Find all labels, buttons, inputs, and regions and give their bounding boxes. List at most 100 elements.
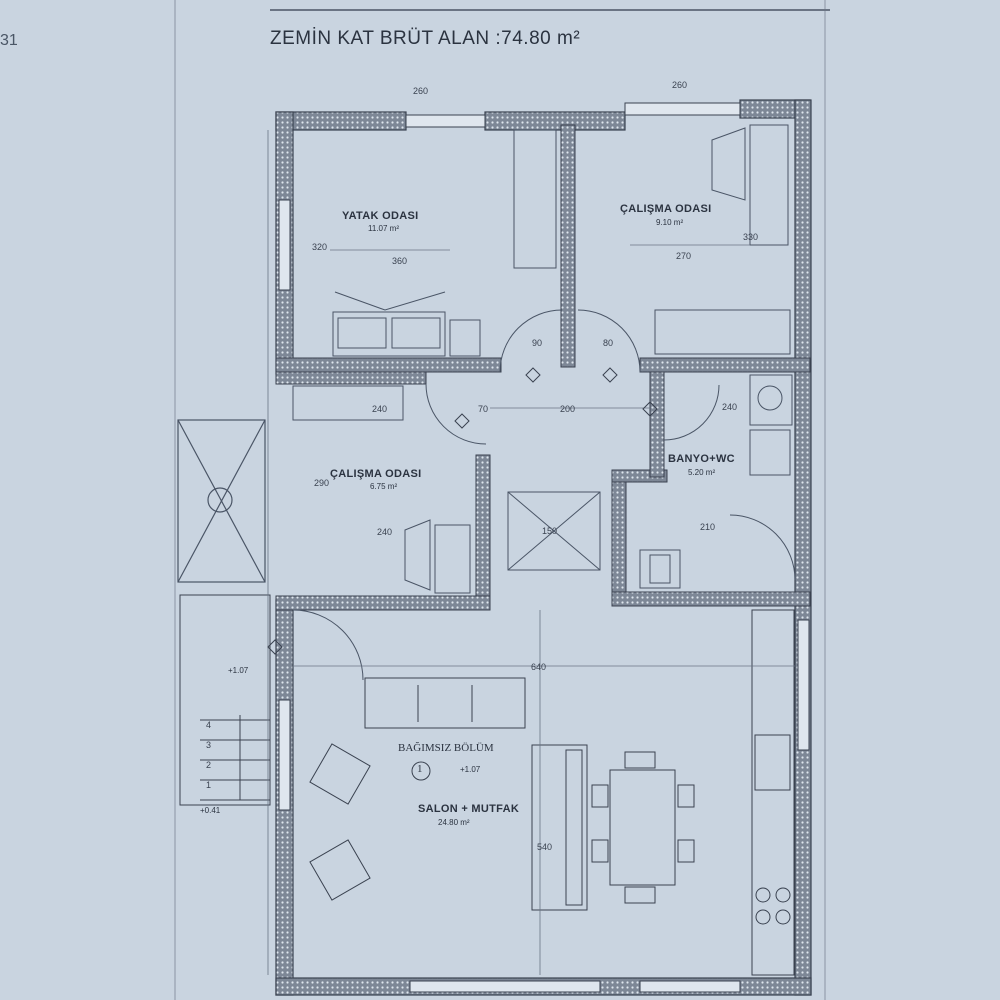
wall-top-left: [275, 111, 407, 131]
dim-hall-depth: 150: [542, 526, 558, 536]
dining-chair-4: [677, 839, 695, 863]
door-markers: [267, 367, 658, 781]
salon-furniture: [309, 609, 795, 976]
bedroom-nightstand: [449, 319, 481, 357]
dim-bathroom-width: 210: [700, 522, 716, 532]
dim-bathroom-depth: 240: [722, 402, 738, 412]
dim-door-bedroom: 90: [532, 338, 543, 348]
page-number-fragment: 31: [0, 32, 18, 49]
dining-chair-2: [591, 839, 609, 863]
dim-hall-width: 200: [560, 404, 576, 414]
door-bath: [663, 384, 720, 441]
salon-sofa: [364, 677, 526, 729]
stair-step-2: 2: [206, 760, 212, 770]
hall-void-rect: [507, 491, 601, 571]
window-bedroom-left: [278, 199, 291, 291]
window-salon-bottom: [409, 980, 601, 993]
salon-armchair-1: [309, 743, 371, 805]
dim-study-2-width: 240: [377, 527, 393, 537]
study2-chair: [404, 519, 431, 591]
study2-desk: [434, 524, 471, 594]
hob-burner-4: [775, 909, 791, 925]
room-area-study-1: 9.10 m²: [656, 218, 684, 227]
dim-door-study: 80: [603, 338, 614, 348]
stair-step-1: 1: [206, 780, 212, 790]
stair-step-4: 4: [206, 720, 212, 730]
bath-sink: [749, 429, 791, 476]
room-name-bedroom: YATAK ODASI: [342, 210, 419, 222]
bedroom-wardrobe: [513, 129, 557, 269]
unit-number-circle: [411, 761, 431, 781]
study1-furniture: [654, 124, 791, 355]
room-name-bathroom: BANYO+WC: [668, 453, 735, 465]
bath-wc: [639, 549, 681, 589]
bedroom-pillow-right: [391, 317, 441, 349]
plan-title: ZEMİN KAT BRÜT ALAN :74.80 m²: [270, 28, 581, 49]
salon-tv-unit: [531, 744, 588, 911]
unit-level: +1.07: [460, 765, 481, 774]
hall-void-diag2: [507, 491, 601, 571]
interior-walls: [275, 124, 811, 611]
window-study-top: [624, 102, 741, 116]
bath-shower-head: [757, 385, 783, 411]
bath-shower-tray: [749, 374, 793, 426]
dining-chair-5: [624, 751, 656, 769]
window-bedroom-top: [405, 114, 486, 128]
hob-burner-1: [755, 887, 771, 903]
door-bath-shower: [729, 514, 796, 581]
dining-chair-3: [677, 784, 695, 808]
room-name-study-2: ÇALIŞMA ODASI: [330, 468, 422, 480]
room-name-study-1: ÇALIŞMA ODASI: [620, 203, 712, 215]
kitchen-sink: [754, 734, 791, 791]
entry-level: +1.07: [228, 666, 249, 675]
stair-step-3: 3: [206, 740, 212, 750]
stair-level: +0.41: [200, 806, 221, 815]
wall-right: [794, 99, 812, 996]
dimension-lines: [267, 130, 795, 975]
wall-bath-left: [611, 474, 627, 606]
door-entry: [292, 609, 364, 681]
wall-study-bottom: [639, 357, 811, 373]
study2-shelf: [292, 385, 404, 421]
room-name-salon: SALON + MUTFAK: [418, 803, 520, 815]
room-area-study-2: 6.75 m²: [370, 482, 398, 491]
room-area-bedroom: 11.07 m²: [368, 224, 399, 233]
study1-desk: [749, 124, 789, 246]
study1-shelf: [654, 309, 791, 355]
unit-number: 1: [417, 763, 423, 775]
light-well-rect: [177, 419, 266, 583]
room-area-bathroom: 5.20 m²: [688, 468, 716, 477]
door-study: [577, 309, 641, 373]
dim-study-1-height: 330: [743, 232, 759, 242]
dim-salon-height: 540: [537, 842, 553, 852]
light-well-diag2: [177, 419, 266, 583]
wall-bath-upper: [649, 371, 665, 478]
light-well-drain: [207, 487, 233, 513]
salon-tv-unit-inner: [565, 749, 583, 906]
bedroom-bed: [332, 311, 446, 357]
outside-light-well: [177, 419, 266, 583]
dim-window-top-left: 260: [413, 86, 429, 96]
wall-bath-bottom: [611, 591, 811, 607]
hall-void: [507, 491, 601, 571]
wall-top-mid: [484, 111, 626, 131]
kitchen-counter: [751, 609, 795, 976]
dim-salon-width: 640: [531, 662, 547, 672]
window-salon-left: [278, 699, 291, 811]
wall-bedroom-bottom: [275, 357, 502, 373]
door-bedroom: [499, 309, 563, 373]
door-marker-2: [602, 367, 618, 383]
stair-frame: [179, 594, 271, 806]
dining-chair-6: [624, 886, 656, 904]
wall-study2-bottom: [275, 595, 491, 611]
bedroom-furniture: [332, 129, 557, 357]
window-salon-right: [797, 619, 810, 751]
salon-armchair-2: [309, 839, 371, 901]
bedroom-blanket: [334, 291, 446, 311]
wall-study2-right: [475, 454, 491, 606]
dim-corridor: 240: [372, 404, 388, 414]
door-study2: [425, 383, 487, 445]
study1-chair: [711, 127, 746, 201]
window-salon-bottom2: [639, 980, 741, 993]
